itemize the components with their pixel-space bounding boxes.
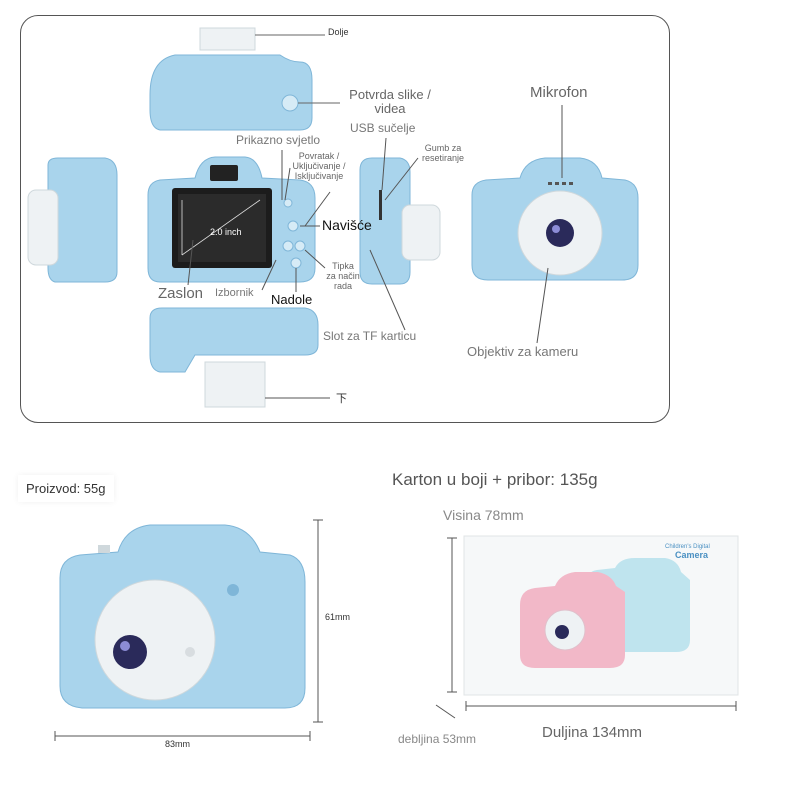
package-length-label: Duljina 134mm: [542, 724, 643, 741]
label-back-power: Povratak / Uključivanje / Isključivanje: [292, 151, 346, 181]
package-height-label: Visina 78mm: [443, 507, 524, 523]
label-reset-button: Gumb za resetiranje: [421, 143, 465, 163]
package-box: Children's Digital Camera: [463, 535, 739, 696]
camera-left-view: [27, 157, 118, 283]
camera-bottom-view: [149, 307, 319, 408]
label-confirm-photo-video: Potvrda slike / videa: [349, 87, 431, 117]
camera-right-view: [359, 157, 441, 285]
camera-front-view: [471, 157, 639, 281]
label-camera-lens: Objektiv za kameru: [467, 344, 579, 359]
label-bottom: Dolje: [328, 27, 349, 37]
box-subtitle: Children's Digital: [665, 544, 710, 550]
box-title: Camera: [675, 550, 709, 560]
label-bottom-char: 下: [336, 393, 347, 405]
label-usb-port: USB sučelje: [350, 121, 416, 135]
label-up: Navišće: [322, 217, 372, 233]
label-microphone: Mikrofon: [530, 84, 588, 101]
label-screen: Zaslon: [158, 285, 204, 302]
label-down: Nadole: [271, 292, 313, 307]
package-dimension-lines: [435, 537, 737, 719]
camera-back-view: 2.0 inch: [147, 156, 316, 283]
product-photo-camera: [59, 524, 306, 709]
label-mode-button: Tipka za način rada: [326, 261, 360, 291]
leader-lines: [187, 105, 563, 399]
product-dimension-lines: [54, 519, 323, 741]
product-height-dimension: 61mm: [325, 612, 351, 622]
screen-size-label: 2.0 inch: [210, 227, 242, 237]
camera-top-view: [149, 27, 340, 131]
product-weight-label: Proizvod: 55g: [18, 475, 114, 502]
label-indicator-light: Prikazno svjetlo: [236, 133, 321, 147]
label-tf-slot: Slot za TF karticu: [323, 329, 417, 343]
package-thickness-label: debljina 53mm: [398, 732, 477, 746]
product-width-dimension: 83mm: [165, 739, 191, 749]
package-weight-label: Karton u boji + pribor: 135g: [392, 470, 598, 489]
label-menu: Izbornik: [215, 287, 254, 299]
